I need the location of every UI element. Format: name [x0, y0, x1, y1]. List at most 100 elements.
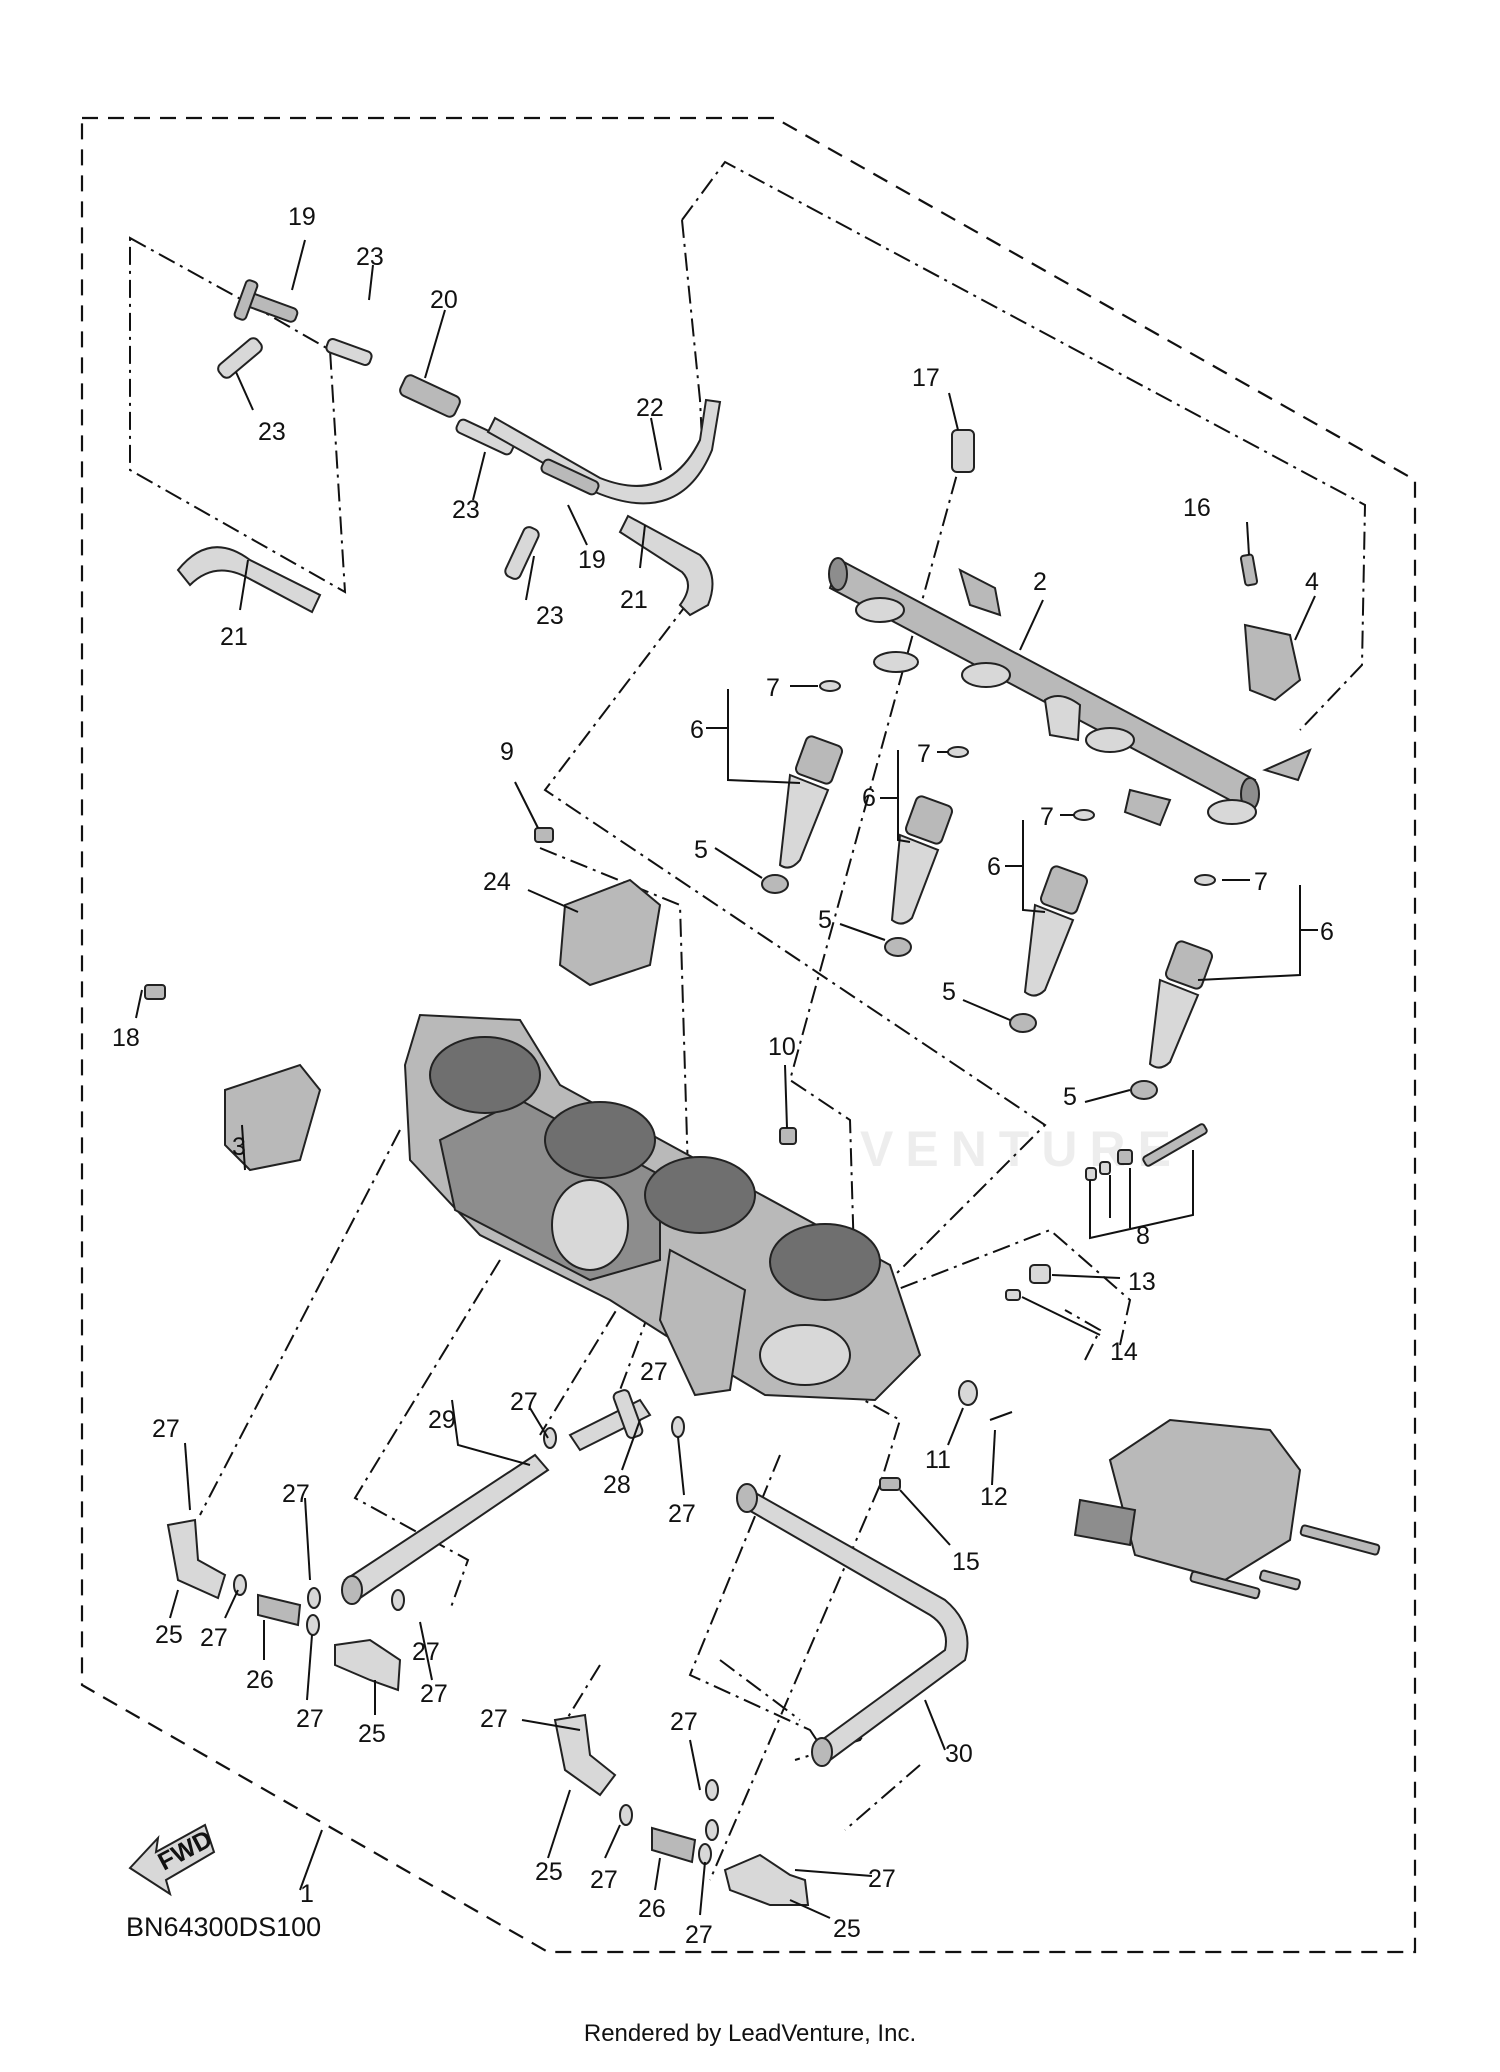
bolt-18 [144, 984, 166, 1000]
callout-24: 24 [483, 868, 511, 896]
callout-19a: 19 [288, 203, 316, 231]
part-11 [958, 1380, 978, 1406]
valve-26-b [651, 1826, 697, 1864]
callout-23d: 23 [536, 602, 564, 630]
callout-5a: 5 [694, 836, 708, 864]
callout-27d: 27 [296, 1705, 324, 1733]
callout-7b: 7 [917, 740, 931, 768]
callout-1: 1 [300, 1880, 314, 1908]
callout-18: 18 [112, 1024, 140, 1052]
screw-set-8 [1085, 1123, 1208, 1181]
pipe-17 [951, 429, 975, 473]
callout-20: 20 [430, 286, 458, 314]
callout-27h: 27 [480, 1705, 508, 1733]
o-ring-7a [819, 680, 841, 692]
seal-5d [1130, 1080, 1158, 1100]
fuel-rail-assembly [828, 557, 1312, 827]
callout-27f: 27 [510, 1388, 538, 1416]
callout-25c: 25 [535, 1858, 563, 1886]
o-ring-7c [1073, 809, 1095, 821]
callout-17: 17 [912, 364, 940, 392]
hose-22 [486, 398, 722, 505]
callout-27g: 27 [668, 1500, 696, 1528]
callout-6d: 6 [1320, 918, 1334, 946]
pipe-29 [343, 1453, 550, 1600]
callout-3: 3 [232, 1133, 246, 1161]
callout-6a: 6 [690, 716, 704, 744]
callout-7c: 7 [1040, 803, 1054, 831]
part-12 [989, 1411, 1013, 1421]
callout-27l: 27 [868, 1865, 896, 1893]
callout-16: 16 [1183, 494, 1211, 522]
callout-27a: 27 [152, 1415, 180, 1443]
fuel-rail [828, 558, 1257, 810]
callout-7a: 7 [766, 674, 780, 702]
sensor-24 [558, 878, 662, 987]
callout-27n: 27 [412, 1638, 440, 1666]
callouts: 1 2 3 4 5 5 5 5 6 6 6 6 7 7 7 7 8 9 10 1… [112, 203, 1334, 1949]
callout-30: 30 [945, 1740, 973, 1768]
callout-26b: 26 [638, 1895, 666, 1923]
part-14 [1005, 1289, 1021, 1301]
injector-1 [778, 735, 844, 869]
injector-4 [1148, 940, 1214, 1069]
throttle-body [403, 1013, 922, 1402]
seal-5c [1009, 1013, 1037, 1033]
callout-5d: 5 [1063, 1083, 1077, 1111]
cover-assembly [1073, 1418, 1381, 1600]
callout-27b: 27 [200, 1624, 228, 1652]
callout-27c: 27 [282, 1480, 310, 1508]
joint-20 [399, 374, 461, 418]
hose-25-c [553, 1713, 617, 1797]
hose-23-b [325, 337, 373, 367]
diagram-code: BN64300DS100 [126, 1912, 322, 1942]
valve-26-a [257, 1593, 302, 1627]
lower-hose-network [166, 1389, 969, 1906]
callout-21a: 21 [220, 623, 248, 651]
callout-23b: 23 [258, 418, 286, 446]
callout-26a: 26 [246, 1666, 274, 1694]
callout-25d: 25 [833, 1915, 861, 1943]
callout-27e: 27 [420, 1680, 448, 1708]
leader-lines [135, 239, 1318, 1919]
callout-28: 28 [603, 1471, 631, 1499]
watermark: VENTURE [860, 1121, 1183, 1177]
hose-21-left [176, 546, 322, 614]
callout-29: 29 [428, 1406, 456, 1434]
cap-13 [1029, 1264, 1051, 1284]
injectors [761, 429, 1302, 1100]
o-ring-7b [947, 746, 969, 758]
callout-13: 13 [1128, 1268, 1156, 1296]
callout-7d: 7 [1254, 868, 1268, 896]
callout-4: 4 [1305, 568, 1319, 596]
callout-25a: 25 [155, 1621, 183, 1649]
hose-23-d [504, 526, 540, 580]
nut-10 [779, 1127, 797, 1145]
callout-27i: 27 [590, 1866, 618, 1894]
bolt-9 [534, 827, 554, 843]
seal-5a [761, 874, 789, 894]
callout-23c: 23 [452, 496, 480, 524]
bracket-4 [1243, 623, 1302, 702]
callout-11: 11 [925, 1446, 951, 1474]
t-joint-19-mid [540, 458, 600, 496]
callout-9: 9 [500, 738, 514, 766]
bolt-16 [1239, 553, 1259, 587]
callout-6b: 6 [862, 784, 876, 812]
sensor-3 [224, 1063, 322, 1172]
assembly-boundary [80, 116, 1417, 1954]
hose-25-a [166, 1518, 227, 1600]
callout-27m: 27 [640, 1358, 668, 1386]
callout-22: 22 [636, 394, 664, 422]
callout-6c: 6 [987, 853, 1001, 881]
callout-25b: 25 [358, 1720, 386, 1748]
callout-10: 10 [768, 1033, 796, 1061]
seal-5b [884, 937, 912, 957]
callout-15: 15 [952, 1548, 980, 1576]
callout-5b: 5 [818, 906, 832, 934]
callout-19b: 19 [578, 546, 606, 574]
callout-21b: 21 [620, 586, 648, 614]
bolt-15 [879, 1477, 901, 1491]
hose-25-d [723, 1853, 810, 1906]
